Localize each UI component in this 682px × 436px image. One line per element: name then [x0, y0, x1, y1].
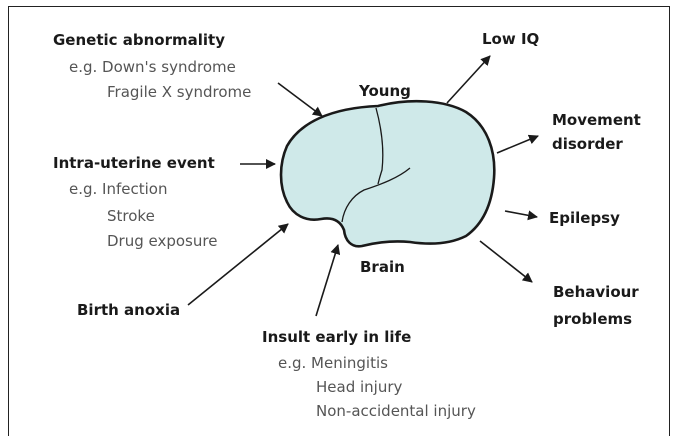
arrow-low-iq: [447, 56, 490, 103]
movement-label-line-1: Movement: [552, 113, 641, 128]
arrow-movement: [497, 136, 538, 153]
genetic-example-2: Fragile X syndrome: [107, 85, 251, 100]
insult-example-3: Non-accidental injury: [316, 404, 476, 419]
arrow-insult: [316, 245, 338, 316]
insult-example-1: e.g. Meningitis: [278, 356, 388, 371]
low-iq-label: Low IQ: [482, 32, 539, 47]
young-label: Young: [359, 84, 411, 99]
intra-uterine-example-1: e.g. Infection: [69, 182, 167, 197]
arrow-behaviour: [480, 241, 532, 282]
brain-label: Brain: [360, 260, 405, 275]
behaviour-label-line-2: problems: [553, 312, 632, 327]
arrow-genetic: [278, 83, 322, 116]
intra-uterine-example-3: Drug exposure: [107, 234, 217, 249]
brain-shape: [281, 101, 494, 246]
epilepsy-label: Epilepsy: [549, 211, 620, 226]
genetic-example-1: e.g. Down's syndrome: [69, 60, 236, 75]
arrow-epilepsy: [505, 211, 537, 217]
movement-label-line-2: disorder: [552, 137, 623, 152]
behaviour-label-line-1: Behaviour: [553, 285, 639, 300]
insult-example-2: Head injury: [316, 380, 402, 395]
intra-uterine-example-2: Stroke: [107, 209, 155, 224]
intra-uterine-title: Intra-uterine event: [53, 156, 215, 171]
insult-title: Insult early in life: [262, 330, 411, 345]
birth-anoxia-label: Birth anoxia: [77, 303, 180, 318]
genetic-title: Genetic abnormality: [53, 33, 225, 48]
